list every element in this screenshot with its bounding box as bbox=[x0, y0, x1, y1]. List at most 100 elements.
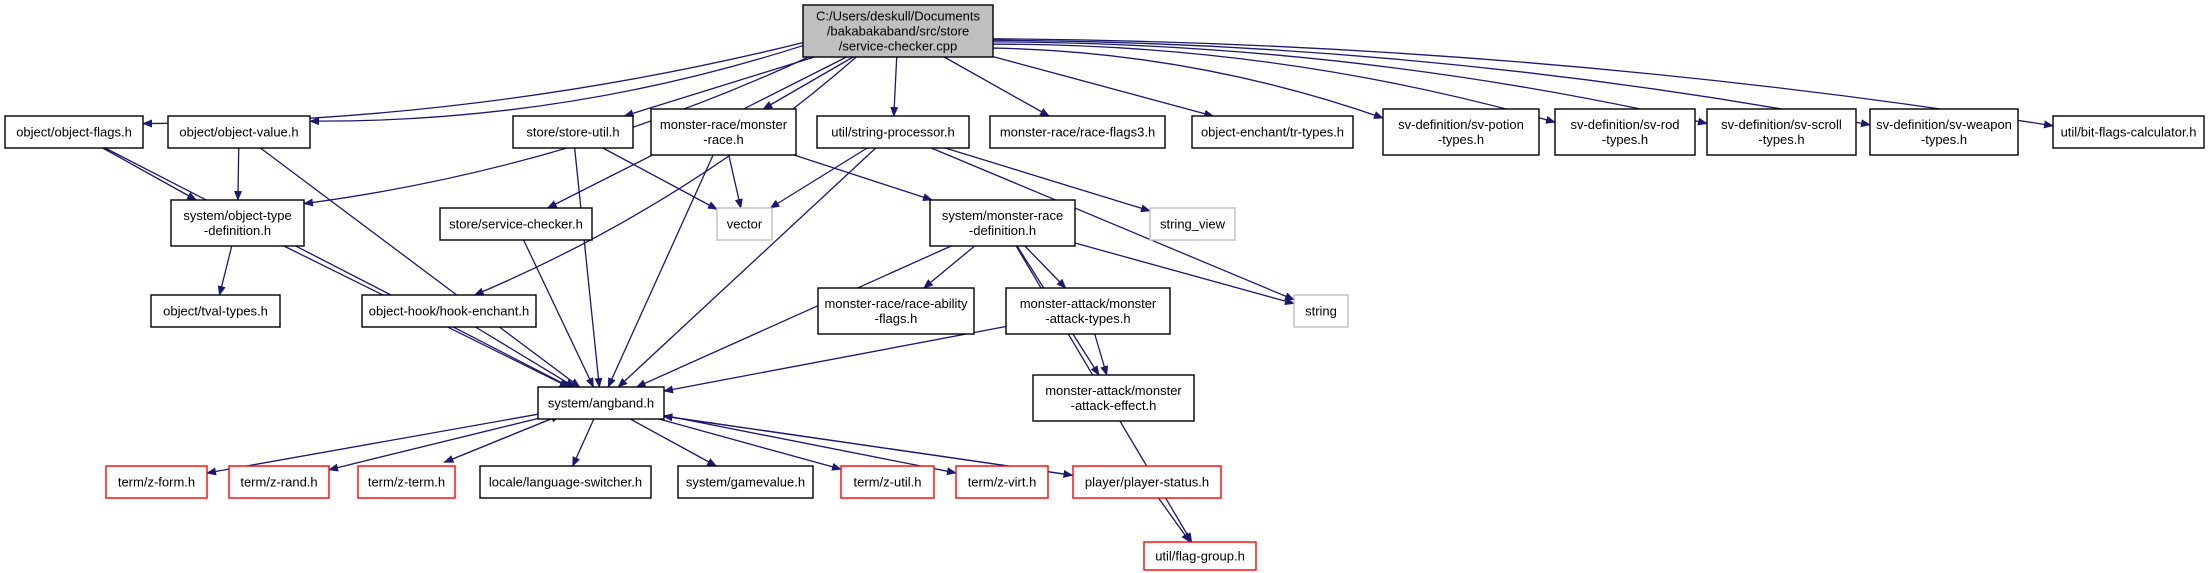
node-label: sv-definition/sv-weapon bbox=[1876, 117, 2012, 132]
node-label: monster-race/race-ability bbox=[824, 296, 968, 311]
node-box bbox=[479, 465, 652, 499]
node-label: object/object-flags.h bbox=[16, 125, 132, 140]
node-label: -race.h bbox=[703, 132, 743, 147]
node-label: system/object-type bbox=[183, 208, 291, 223]
edge-object_value-to-object_type_def bbox=[234, 147, 243, 201]
node-label: term/z-rand.h bbox=[240, 475, 317, 490]
edge-angband-to-lang_switcher bbox=[572, 418, 595, 467]
node-monster-race[interactable]: monster-race/monster-race.h bbox=[650, 108, 797, 156]
edge-root-to-race_flags3 bbox=[943, 56, 1050, 117]
node-label: monster-race/monster bbox=[660, 117, 788, 132]
node-object-value[interactable]: object/object-value.h bbox=[167, 115, 311, 149]
node-label: /bakabakaband/src/store bbox=[827, 24, 969, 39]
node-string[interactable]: string bbox=[1293, 294, 1349, 328]
node-label: /service-checker.cpp bbox=[839, 39, 958, 54]
node-hook-enchant[interactable]: object-hook/hook-enchant.h bbox=[361, 294, 537, 328]
node-label: -types.h bbox=[1921, 132, 1967, 147]
node-box bbox=[357, 465, 456, 499]
node-attack-effect[interactable]: monster-attack/monster-attack-effect.h bbox=[1032, 374, 1195, 422]
edge-root-to-store_util bbox=[623, 56, 815, 118]
edge-monster_race-to-monster_race_def bbox=[793, 154, 933, 202]
node-box bbox=[816, 115, 970, 149]
edge-angband-to-z_form bbox=[206, 413, 539, 476]
edge-object_flags-to-object_type_def bbox=[102, 147, 198, 201]
node-angband[interactable]: system/angband.h bbox=[537, 386, 665, 420]
node-box bbox=[1554, 108, 1696, 156]
node-label: system/gamevalue.h bbox=[686, 475, 805, 490]
node-box bbox=[650, 108, 797, 156]
node-attack-types[interactable]: monster-attack/monster-attack-types.h bbox=[1005, 287, 1171, 335]
node-box bbox=[1149, 207, 1236, 241]
edge-service_checker_h-to-angband bbox=[523, 239, 594, 388]
node-box bbox=[677, 465, 814, 499]
node-label: object-hook/hook-enchant.h bbox=[369, 304, 529, 319]
node-sv-rod[interactable]: sv-definition/sv-rod-types.h bbox=[1554, 108, 1696, 156]
node-box bbox=[802, 4, 994, 58]
node-box bbox=[1869, 108, 2019, 156]
node-label: term/z-term.h bbox=[368, 475, 445, 490]
node-box bbox=[929, 199, 1076, 247]
node-player-status[interactable]: player/player-status.h bbox=[1072, 465, 1222, 499]
node-box bbox=[840, 465, 935, 499]
node-label: sv-definition/sv-potion bbox=[1398, 117, 1524, 132]
node-lang-switcher[interactable]: locale/language-switcher.h bbox=[479, 465, 652, 499]
edge-string_processor-to-angband bbox=[617, 147, 877, 388]
edge-object_type_def-to-tval_types bbox=[217, 245, 233, 296]
node-z-term[interactable]: term/z-term.h bbox=[357, 465, 456, 499]
node-label: -attack-effect.h bbox=[1071, 398, 1157, 413]
node-label: term/z-util.h bbox=[854, 475, 922, 490]
node-box bbox=[817, 287, 975, 335]
node-box bbox=[105, 465, 208, 499]
edge-root-to-object_type_def bbox=[303, 56, 809, 207]
node-z-form[interactable]: term/z-form.h bbox=[105, 465, 208, 499]
node-box bbox=[1191, 115, 1354, 149]
node-tval-types[interactable]: object/tval-types.h bbox=[150, 294, 281, 328]
node-monster-race-def[interactable]: system/monster-race-definition.h bbox=[929, 199, 1076, 247]
node-root[interactable]: C:/Users/deskull/Documents/bakabakaband/… bbox=[802, 4, 994, 58]
node-sv-potion[interactable]: sv-definition/sv-potion-types.h bbox=[1382, 108, 1540, 156]
node-sv-scroll[interactable]: sv-definition/sv-scroll-types.h bbox=[1706, 108, 1857, 156]
edge-object_value-to-angband bbox=[259, 147, 581, 388]
node-label: util/string-processor.h bbox=[831, 125, 955, 140]
node-tr-types[interactable]: object-enchant/tr-types.h bbox=[1191, 115, 1354, 149]
node-label: locale/language-switcher.h bbox=[489, 475, 642, 490]
edge-root-to-sv_rod bbox=[992, 43, 1556, 124]
node-box bbox=[361, 294, 537, 328]
edge-root-to-sv_weapon bbox=[992, 39, 1871, 128]
node-object-flags[interactable]: object/object-flags.h bbox=[4, 115, 144, 149]
node-vector[interactable]: vector bbox=[716, 207, 773, 241]
node-label: util/bit-flags-calculator.h bbox=[2061, 125, 2197, 140]
node-object-type-def[interactable]: system/object-type-definition.h bbox=[170, 199, 305, 247]
node-sv-weapon[interactable]: sv-definition/sv-weapon-types.h bbox=[1869, 108, 2019, 156]
edge-monster_race_def-to-angband bbox=[635, 245, 952, 388]
node-z-util[interactable]: term/z-util.h bbox=[840, 465, 935, 499]
node-service-checker-h[interactable]: store/service-checker.h bbox=[439, 207, 593, 241]
node-store-util[interactable]: store/store-util.h bbox=[512, 115, 634, 149]
edge-angband-to-z_virt bbox=[663, 414, 957, 476]
node-box bbox=[716, 207, 773, 241]
node-box bbox=[1072, 465, 1222, 499]
edge-store_util-to-angband bbox=[574, 147, 603, 388]
node-gamevalue[interactable]: system/gamevalue.h bbox=[677, 465, 814, 499]
node-label: monster-race/race-flags3.h bbox=[1000, 125, 1155, 140]
node-label: sv-definition/sv-rod bbox=[1570, 117, 1679, 132]
node-box bbox=[150, 294, 281, 328]
node-label: store/store-util.h bbox=[526, 125, 619, 140]
node-label: -types.h bbox=[1758, 132, 1804, 147]
node-label: monster-attack/monster bbox=[1045, 383, 1182, 398]
node-label: store/service-checker.h bbox=[449, 217, 583, 232]
node-race-ability[interactable]: monster-race/race-ability-flags.h bbox=[817, 287, 975, 335]
node-label: object-enchant/tr-types.h bbox=[1201, 125, 1344, 140]
node-box bbox=[1706, 108, 1857, 156]
node-race-flags3[interactable]: monster-race/race-flags3.h bbox=[989, 115, 1166, 149]
node-label: -attack-types.h bbox=[1045, 311, 1130, 326]
nodes-layer: C:/Users/deskull/Documents/bakabakaband/… bbox=[4, 4, 2205, 571]
node-label: player/player-status.h bbox=[1085, 475, 1209, 490]
node-z-rand[interactable]: term/z-rand.h bbox=[228, 465, 330, 499]
node-string-view[interactable]: string_view bbox=[1149, 207, 1236, 241]
node-z-virt[interactable]: term/z-virt.h bbox=[955, 465, 1049, 499]
node-string-processor[interactable]: util/string-processor.h bbox=[816, 115, 970, 149]
node-flag-group[interactable]: util/flag-group.h bbox=[1143, 541, 1257, 571]
node-bit-flags[interactable]: util/bit-flags-calculator.h bbox=[2052, 115, 2205, 149]
edge-hook_enchant-to-angband bbox=[475, 326, 576, 388]
